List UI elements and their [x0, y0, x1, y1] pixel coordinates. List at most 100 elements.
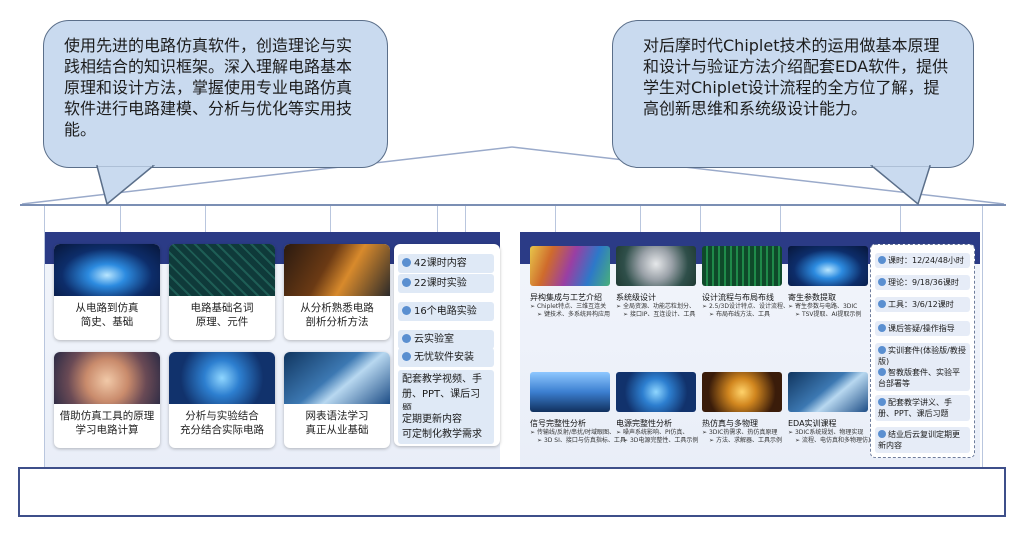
chiplet-topic-card: 电源完整性分析 噪声系统影响、PI仿真、 3D电源完整性、工具示例: [616, 372, 698, 460]
silver-chip-image: [616, 246, 696, 286]
blue-ring-image: [54, 244, 160, 296]
bullet-icon: [402, 334, 411, 343]
bottom-frame-box: [18, 467, 1006, 517]
topic-detail: 2.5/3D设计特点、设计流程、: [702, 303, 789, 311]
feature-item: 课时：12/24/48小时: [875, 253, 970, 268]
topic-detail: 布局布线方法、工具: [702, 311, 782, 319]
bullet-icon: [402, 278, 411, 287]
feature-item: 配套教学讲义、手册、PPT、课后习题: [875, 395, 970, 421]
chiplet-feature-list: 课时：12/24/48小时 理论：9/18/36课时 工具：3/6/12课时 课…: [870, 244, 975, 458]
chiplet-topic-card: 设计流程与布局布线 2.5/3D设计特点、设计流程、 布局布线方法、工具: [702, 246, 789, 334]
course-card: 网表语法学习 真正从业基础: [284, 352, 390, 448]
chiplet-topic-card: 异构集成与工艺介绍 Chiplet特点、三维互连关 键技术、多系统异构应用: [530, 246, 610, 334]
topic-title: 系统级设计: [616, 293, 656, 302]
dark-chip-image: [788, 372, 868, 412]
feature-list: 42课时内容 22课时实验 16个电路实验 云实验室 无忧软件安装 配套教学视频…: [394, 244, 500, 446]
course-card-caption: 从电路到仿真 简史、基础: [75, 302, 139, 328]
feature-item: 结业后云复训定期更新内容: [875, 427, 970, 453]
feature-item: 定期更新内容可定制化教学需求: [398, 410, 494, 444]
course-card-caption: 分析与实验结合 充分结合实际电路: [180, 410, 264, 436]
bullet-icon: [878, 324, 886, 332]
bullet-icon: [402, 258, 411, 267]
feature-item: 22课时实验: [398, 274, 494, 293]
course-card-caption: 借助仿真工具的原理 学习电路计算: [59, 410, 155, 436]
course-card: 从分析熟悉电路 剖析分析方法: [284, 244, 390, 340]
course-card: 从电路到仿真 简史、基础: [54, 244, 160, 340]
rainbow-chip-image: [530, 246, 610, 286]
guide-line: [982, 206, 983, 468]
course-card: 电路基础名词 原理、元件: [169, 244, 275, 340]
chiplet-panel: 异构集成与工艺介绍 Chiplet特点、三维互连关 键技术、多系统异构应用 系统…: [520, 232, 980, 467]
topic-title: EDA实训课程: [788, 419, 837, 428]
topic-detail: 接口IP、互连设计、工具: [616, 311, 696, 319]
chiplet-topic-card: 寄生参数提取 寄生参数与电路、3DIC TSV提取、AI提取示例: [788, 246, 868, 334]
topic-detail: 方法、求解器、工具示例: [702, 437, 782, 445]
green-board-image: [702, 246, 782, 286]
right-description-text: 对后摩时代Chiplet技术的运用做基本原理和设计与验证方法介绍配套EDA软件，…: [643, 36, 949, 118]
chiplet-topic-card: 信号完整性分析 传输线/反射/串扰/时域眼图、 3D SI、接口与仿真指标、工具: [530, 372, 626, 460]
gold-chip-image: [702, 372, 782, 412]
course-card-caption: 从分析熟悉电路 剖析分析方法: [300, 302, 374, 328]
course-card: 借助仿真工具的原理 学习电路计算: [54, 352, 160, 448]
chip-image: [169, 352, 275, 404]
course-card: 分析与实验结合 充分结合实际电路: [169, 352, 275, 448]
circuit-simulation-panel: 从电路到仿真 简史、基础 电路基础名词 原理、元件 从分析熟悉电路 剖析分析方法…: [45, 232, 500, 467]
topic-detail: 3DIC系统规划、物理实现: [788, 429, 868, 437]
topic-detail: TSV提取、AI提取示例: [788, 311, 868, 319]
feature-item: 实训套件(体验版/教授版): [875, 343, 970, 369]
chiplet-topic-card: 热仿真与多物理 3DIC热需求、热仿真原理 方法、求解器、工具示例: [702, 372, 782, 460]
feature-item: 42课时内容: [398, 254, 494, 273]
bullet-icon: [878, 278, 886, 286]
feature-item: 智教版套件、实验平台部署等: [875, 365, 970, 391]
right-description-bubble: 对后摩时代Chiplet技术的运用做基本原理和设计与验证方法介绍配套EDA软件，…: [612, 20, 974, 168]
topic-detail: 3DIC热需求、热仿真原理: [702, 429, 782, 437]
feature-item: 16个电路实验: [398, 302, 494, 321]
feature-item: 课后答疑/操作指导: [875, 321, 970, 336]
left-description-text: 使用先进的电路仿真软件，创造理论与实践相结合的知识框架。深入理解电路基本原理和设…: [64, 36, 353, 139]
topic-detail: 流程、电仿真和多物理仿真: [788, 437, 874, 445]
circuit-board-image: [169, 244, 275, 296]
topic-detail: 噪声系统影响、PI仿真、: [616, 429, 696, 437]
wave-image: [530, 372, 610, 412]
course-card-caption: 网表语法学习 真正从业基础: [305, 410, 369, 436]
bullet-icon: [878, 430, 886, 438]
bullet-icon: [402, 352, 411, 361]
topic-title: 设计流程与布局布线: [702, 293, 774, 302]
frame-top-line: [20, 204, 1006, 206]
topic-title: 寄生参数提取: [788, 293, 836, 302]
topic-detail: 3D电源完整性、工具示例: [616, 437, 698, 445]
brain-image: [54, 352, 160, 404]
topic-detail: Chiplet特点、三维互连关: [530, 303, 610, 311]
feature-item: 理论：9/18/36课时: [875, 275, 970, 290]
topic-detail: 传输线/反射/串扰/时域眼图、: [530, 429, 615, 437]
topic-detail: 寄生参数与电路、3DIC: [788, 303, 868, 311]
blue-ring-image: [788, 246, 868, 286]
topic-detail: 全局资源、功能芯粒划分、: [616, 303, 696, 311]
bullet-icon: [402, 306, 411, 315]
bullet-icon: [878, 300, 886, 308]
chart-image: [284, 244, 390, 296]
topic-detail: 3D SI、接口与仿真指标、工具: [530, 437, 626, 445]
blue-chip-image: [616, 372, 696, 412]
left-bubble-tail: [96, 164, 155, 206]
bullet-icon: [878, 398, 886, 406]
chiplet-topic-card: EDA实训课程 3DIC系统规划、物理实现 流程、电仿真和多物理仿真: [788, 372, 874, 460]
roof-lines: [21, 146, 1005, 205]
topic-detail: 键技术、多系统异构应用: [530, 311, 610, 319]
topic-title: 电源完整性分析: [616, 419, 672, 428]
feature-item: 工具：3/6/12课时: [875, 297, 970, 312]
topic-title: 异构集成与工艺介绍: [530, 293, 602, 302]
hand-image: [284, 352, 390, 404]
chiplet-topic-card: 系统级设计 全局资源、功能芯粒划分、 接口IP、互连设计、工具: [616, 246, 696, 334]
bullet-icon: [878, 256, 886, 264]
left-description-bubble: 使用先进的电路仿真软件，创造理论与实践相结合的知识框架。深入理解电路基本原理和设…: [43, 20, 388, 168]
bullet-icon: [878, 368, 886, 376]
topic-title: 信号完整性分析: [530, 419, 586, 428]
topic-title: 热仿真与多物理: [702, 419, 758, 428]
guide-line: [44, 206, 45, 468]
feature-item: 无忧软件安装: [398, 348, 494, 367]
course-card-caption: 电路基础名词 原理、元件: [190, 302, 254, 328]
feature-item: 云实验室: [398, 330, 494, 349]
bullet-icon: [878, 346, 886, 354]
right-bubble-tail: [870, 164, 932, 206]
